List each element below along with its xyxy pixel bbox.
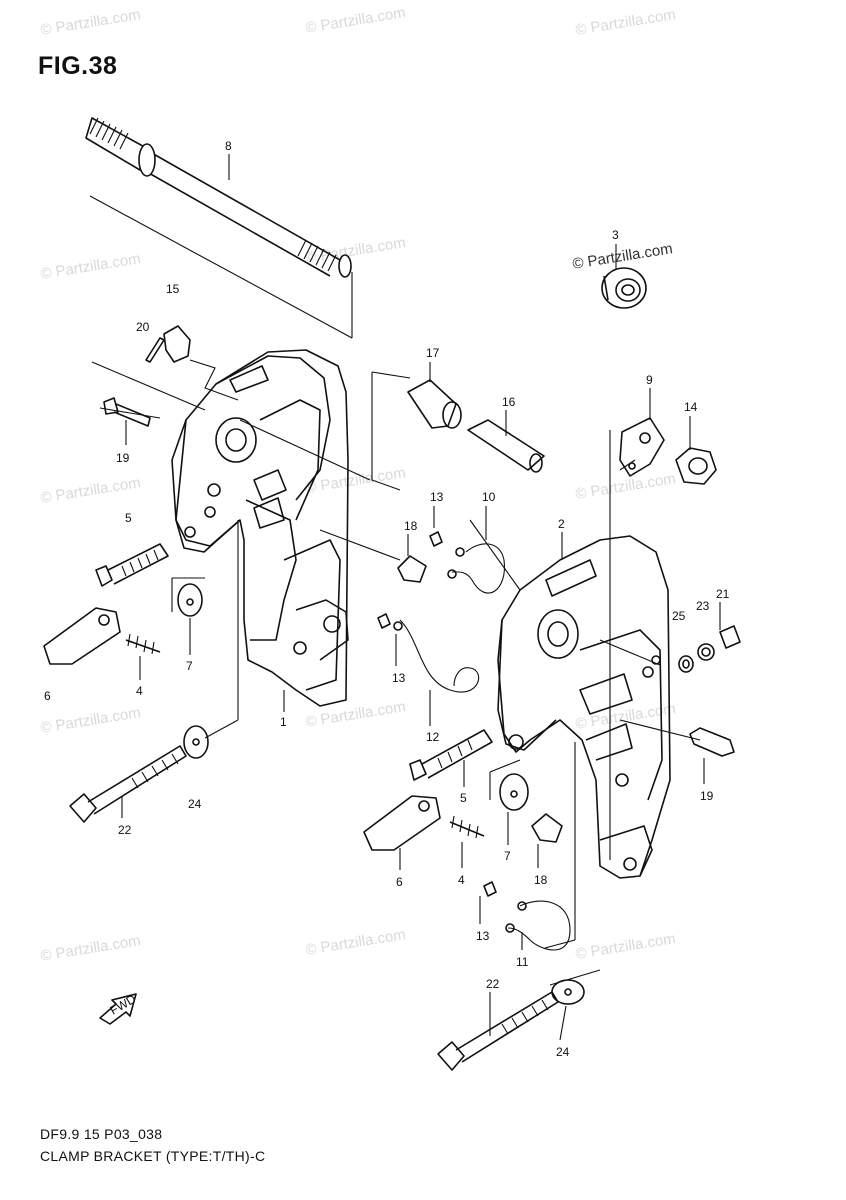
callout-label: 18 — [534, 873, 548, 887]
callout-label: 12 — [426, 730, 440, 744]
adjust-assemblies — [43, 543, 529, 851]
callout-label: 19 — [116, 451, 130, 465]
callout-label: 24 — [188, 797, 202, 811]
leader-lines — [89, 195, 701, 986]
callout-label: 24 — [556, 1045, 570, 1059]
callout-label: 25 — [672, 609, 686, 623]
callout-label: 8 — [225, 139, 232, 153]
callout-label: 15 — [166, 282, 180, 296]
callout-label: 18 — [404, 519, 418, 533]
wires-and-fasteners — [377, 531, 571, 951]
callout-label: 4 — [458, 873, 465, 887]
callout-label: 10 — [482, 490, 496, 504]
callout-label: 7 — [504, 849, 511, 863]
callout-label: 19 — [700, 789, 714, 803]
right-small-parts — [678, 625, 741, 673]
callout-label: 3 — [612, 228, 619, 242]
callout-label: 6 — [396, 875, 403, 889]
part-2-right-clamp-bracket — [497, 535, 671, 879]
callout-label: 4 — [136, 684, 143, 698]
callout-label: 17 — [426, 346, 440, 360]
callout-label: 23 — [696, 599, 710, 613]
callout-label: 5 — [460, 791, 467, 805]
callout-label: 6 — [44, 689, 51, 703]
callout-label: 13 — [476, 929, 490, 943]
callout-label: 5 — [125, 511, 132, 525]
part-8-shaft — [85, 117, 352, 278]
callout-label: 21 — [716, 587, 730, 601]
callout-label: 14 — [684, 400, 698, 414]
callout-label: 9 — [646, 373, 653, 387]
callout-label: 13 — [392, 671, 406, 685]
callout-label: 22 — [118, 823, 132, 837]
figure-title: FIG.38 — [38, 52, 118, 80]
callout-labels: 8 15 3 20 17 16 9 14 19 13 10 5 18 2 21 … — [44, 139, 730, 1059]
callout-ticks — [121, 154, 721, 1041]
part-19-bolts — [103, 397, 735, 757]
callout-label: 2 — [558, 517, 565, 531]
small-parts-upper — [145, 325, 717, 485]
callout-label: 20 — [136, 320, 150, 334]
callout-label: 1 — [280, 715, 287, 729]
callout-label: 11 — [516, 955, 529, 969]
part-22-24-bolts-washers — [69, 725, 585, 1071]
callout-label: 13 — [430, 490, 444, 504]
part-1-left-clamp-bracket — [171, 349, 349, 707]
footer-diagram-code: DF9.9 15 P03_038 — [40, 1126, 163, 1142]
callout-label: 16 — [502, 395, 516, 409]
footer-diagram-title: CLAMP BRACKET (TYPE:T/TH)-C — [40, 1148, 266, 1164]
callout-label: 7 — [186, 659, 193, 673]
part-3-bearing — [601, 267, 647, 309]
callout-label: 22 — [486, 977, 500, 991]
forward-direction-arrow-icon: FWD — [99, 992, 138, 1025]
